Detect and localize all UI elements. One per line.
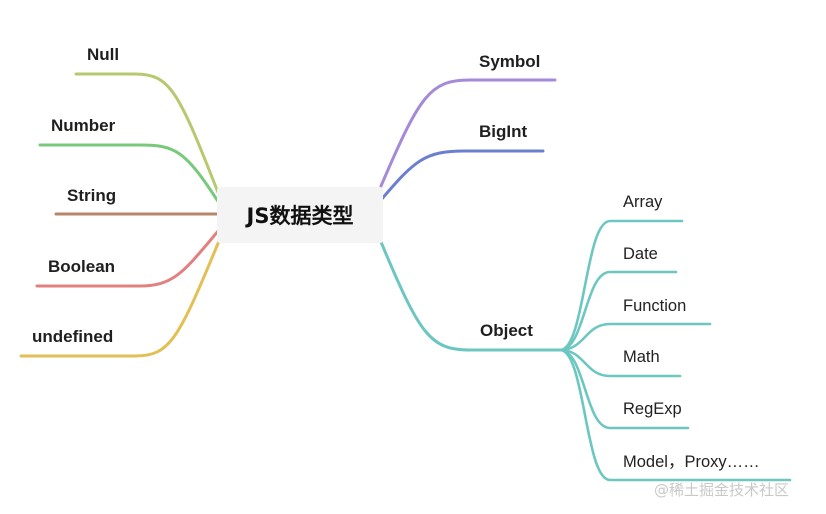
connector-object: [379, 240, 562, 352]
node-array-label: Array: [623, 193, 663, 211]
node-number-label: Number: [51, 116, 116, 135]
node-bigint-label: BigInt: [479, 122, 528, 141]
connector-symbol: [379, 78, 557, 188]
node-object-label: Object: [480, 321, 533, 340]
root-node: JS数据类型: [217, 187, 383, 243]
node-null-label: Null: [87, 45, 120, 64]
node-model-proxy-label: Model，Proxy……: [623, 453, 760, 471]
node-regexp-label: RegExp: [623, 400, 682, 418]
node-undefined-label: undefined: [32, 327, 114, 346]
node-date-label: Date: [623, 245, 658, 263]
node-function-label: Function: [623, 297, 687, 315]
connector-model-proxy: [558, 348, 792, 482]
node-math-label: Math: [623, 348, 660, 366]
connector-math: [558, 348, 682, 378]
root-node-label: JS数据类型: [246, 204, 354, 228]
connector-date: [558, 270, 678, 352]
connector-function: [558, 322, 712, 352]
connector-null: [74, 72, 221, 197]
connector-undefined: [19, 239, 221, 358]
connector-bigint: [379, 149, 545, 202]
connector-boolean: [35, 228, 221, 288]
connector-array: [558, 219, 684, 352]
node-string-label: String: [67, 186, 117, 205]
connector-number: [38, 143, 221, 205]
watermark: @稀土掘金技术社区: [654, 481, 790, 499]
node-boolean-label: Boolean: [48, 257, 116, 276]
node-symbol-label: Symbol: [479, 52, 541, 71]
